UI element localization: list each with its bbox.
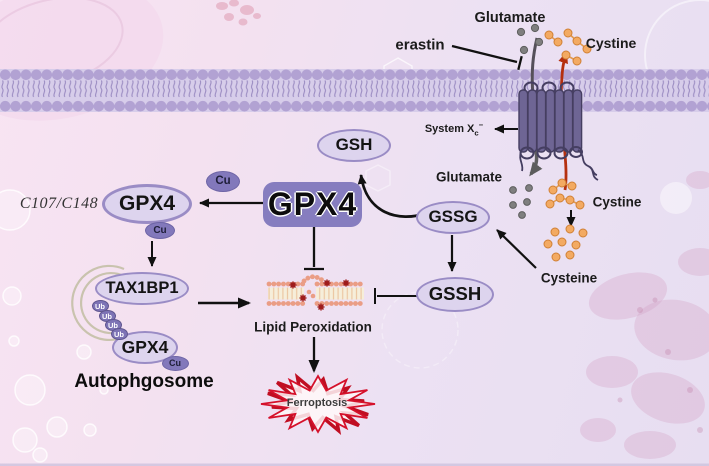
erastin-inhibition-bar — [517, 55, 523, 71]
cysteine-label: Cysteine — [540, 270, 598, 286]
system-xc-subscript: c — [474, 128, 479, 138]
cysteine-to-gssg-arrow — [496, 229, 537, 269]
ferroptosis-starburst — [260, 373, 376, 435]
erastin-label: erastin — [395, 36, 445, 54]
gsh-label: GSH — [335, 135, 373, 154]
bottom-border-line — [0, 463, 709, 466]
autophagosome-membrane-arc — [71, 264, 125, 341]
cu-chip-top[interactable]: Cu — [206, 170, 240, 192]
cu-label: Cu — [169, 358, 181, 368]
system-xc-label: System Xc− — [425, 121, 483, 138]
gssh-label: GSSH — [428, 283, 482, 304]
lipid-peroxidation-membrane — [266, 274, 366, 311]
gsh-node[interactable]: GSH — [317, 128, 391, 162]
ub-label: Ub — [114, 329, 124, 339]
cystine-bottom-label: Cystine — [592, 194, 642, 210]
cu-chip-bottom[interactable]: Cu — [161, 355, 189, 371]
gssg-label: GSSG — [428, 207, 478, 226]
cu-label: Cu — [215, 175, 231, 187]
cu-label: Cu — [153, 224, 167, 236]
bubbles — [0, 189, 109, 463]
ub-chip-4[interactable]: Ub — [110, 327, 128, 341]
gpx4-main-label: GPX4 — [267, 186, 358, 222]
gssg-node[interactable]: GSSG — [416, 200, 490, 234]
cell-blobs — [580, 171, 709, 459]
tax1bp1-node[interactable]: TAX1BP1 — [95, 271, 189, 305]
gpx4-auto-label: GPX4 — [121, 336, 169, 357]
oxidation-marks — [289, 279, 350, 311]
glutamate-bottom-label: Glutamate — [435, 169, 503, 185]
gpx4-cu-label: GPX4 — [118, 192, 176, 215]
system-xc-superscript: − — [478, 120, 484, 130]
gpx4-cu-node[interactable]: GPX4 — [102, 184, 192, 224]
tax1bp1-label: TAX1BP1 — [105, 278, 179, 297]
glutamate-top-label: Glutamate — [474, 10, 546, 26]
cysteine-molecules — [543, 224, 588, 262]
system-xc-text: System X — [424, 123, 475, 136]
cu-chip-mid[interactable]: Cu — [145, 221, 175, 239]
arrows — [147, 44, 576, 373]
ub-label: Ub — [102, 311, 112, 321]
ferroptosis-label: Ferroptosis — [286, 397, 348, 409]
gpx4-main-node[interactable]: GPX4 — [263, 182, 362, 227]
cystine-molecules-top — [544, 28, 592, 66]
cysteine-residues-label: C107/C148 — [19, 195, 99, 212]
cystine-top-label: Cystine — [585, 35, 637, 51]
plasma-membrane — [0, 69, 709, 112]
lipid-peroxidation-label: Lipid Peroxidation — [254, 319, 372, 335]
gssh-node[interactable]: GSSH — [416, 276, 494, 312]
gssg-to-gsh-arrow — [357, 174, 428, 218]
ub-label: Ub — [108, 320, 118, 330]
glutamate-molecules-top — [516, 23, 544, 55]
autophagosome-label: Autophgosome — [74, 371, 214, 392]
erastin-inhibition-line — [451, 44, 518, 64]
system-xc-transporter — [518, 81, 599, 181]
transporter-tail — [519, 149, 599, 181]
ub-label: Ub — [95, 301, 105, 311]
glutamate-molecules-bottom — [509, 184, 533, 219]
cystine-molecules-bottom — [545, 178, 585, 210]
